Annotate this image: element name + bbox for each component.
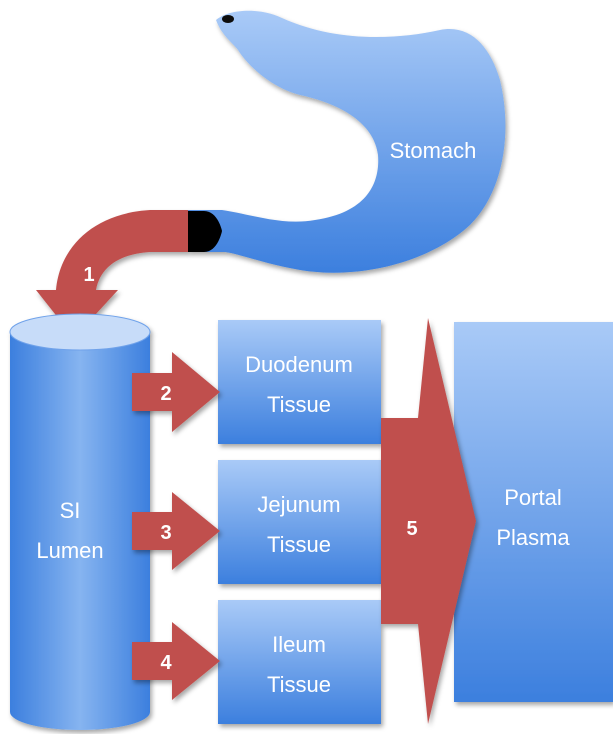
arrow-2-label: 2 [160, 383, 171, 405]
esophagus-opening-icon [222, 15, 234, 23]
stomach: Stomach [188, 11, 505, 273]
arrow-5-label: 5 [406, 518, 417, 540]
si-lumen-label-line2: Lumen [36, 538, 103, 563]
arrow-4-label: 4 [160, 652, 172, 674]
portal-label-line2: Plasma [496, 525, 570, 550]
portal-plasma: Portal Plasma [454, 322, 613, 702]
ileum-tissue: Ileum Tissue [218, 600, 381, 724]
jejunum-label-line2: Tissue [267, 532, 331, 557]
jejunum-tissue: Jejunum Tissue [218, 460, 381, 584]
si-lumen-label-line1: SI [60, 498, 81, 523]
portal-label-line1: Portal [504, 485, 561, 510]
duodenum-label-line2: Tissue [267, 392, 331, 417]
duodenum-tissue: Duodenum Tissue [218, 320, 381, 444]
jejunum-label-line1: Jejunum [257, 492, 340, 517]
si-lumen: SI Lumen [10, 314, 150, 730]
stomach-label: Stomach [390, 138, 477, 163]
ileum-label-line2: Tissue [267, 672, 331, 697]
duodenum-label-line1: Duodenum [245, 352, 353, 377]
arrow-3-label: 3 [160, 522, 171, 544]
arrow-1-label: 1 [83, 264, 94, 286]
ileum-label-line1: Ileum [272, 632, 326, 657]
